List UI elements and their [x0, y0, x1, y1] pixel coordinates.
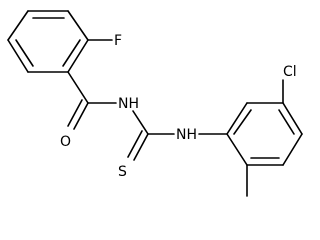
bond	[62, 39, 81, 67]
bond-c-o-double	[67, 99, 83, 127]
amide-nh-label: NH	[118, 96, 139, 112]
sulfur-atom-label: S	[118, 164, 127, 180]
bond	[7, 10, 29, 41]
molecule-structure-diagram: F O NH S NH Cl	[7, 10, 303, 197]
bond	[226, 102, 248, 135]
bond	[278, 109, 295, 135]
thio-nh-label: NH	[176, 127, 197, 143]
bond	[15, 39, 34, 67]
chloromethylbenzene-ring	[226, 102, 303, 166]
bond	[67, 39, 89, 73]
bond-c-s-double	[127, 130, 143, 158]
bond	[7, 39, 29, 73]
bond	[226, 133, 248, 166]
bond	[132, 110, 149, 135]
bond	[67, 10, 89, 41]
bond	[233, 109, 252, 135]
bond	[282, 133, 303, 166]
fluorobenzene-ring	[7, 10, 89, 73]
bond-c-o-double	[73, 102, 89, 130]
fluorine-atom-label: F	[114, 33, 122, 49]
chlorine-atom-label: Cl	[283, 64, 297, 80]
bond-c-s-double	[133, 133, 149, 161]
bond	[282, 102, 303, 135]
bond	[67, 71, 89, 104]
carbonyl-oxygen-label: O	[60, 134, 71, 150]
